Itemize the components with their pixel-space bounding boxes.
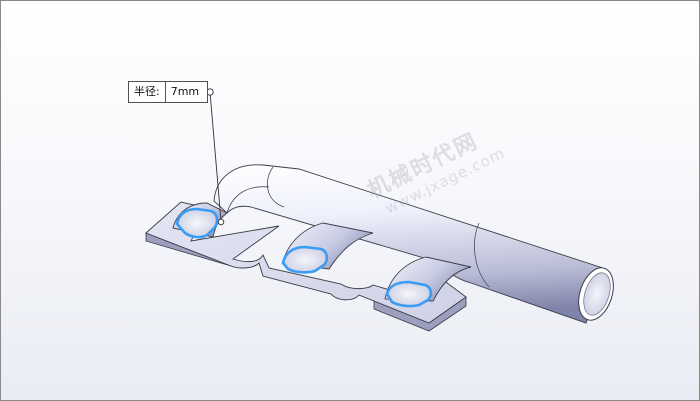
dimension-attach-point xyxy=(217,218,225,226)
port-fillet-3 xyxy=(385,280,433,308)
port-fillet-1 xyxy=(175,207,219,239)
radius-dimension-callout[interactable]: 半径: 7mm xyxy=(128,81,208,103)
pipe-bend-edge xyxy=(226,186,270,214)
pipe-outlet-inner xyxy=(583,272,611,316)
pipe-seam-2 xyxy=(474,222,490,288)
port-fillet-2 xyxy=(281,245,329,274)
main-pipe xyxy=(213,164,607,324)
pipe-seam-1 xyxy=(266,166,285,208)
dimension-leader-handle xyxy=(206,88,214,96)
radius-value-field[interactable]: 7mm xyxy=(165,82,207,102)
radius-label: 半径: xyxy=(129,82,166,102)
dimension-leader xyxy=(209,91,222,222)
